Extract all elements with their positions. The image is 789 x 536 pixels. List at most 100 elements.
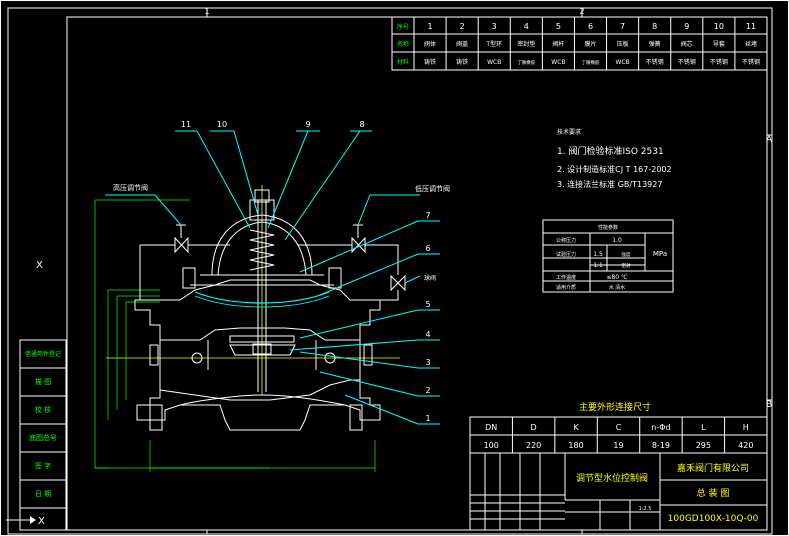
dimension-header-cell: DN bbox=[485, 423, 497, 432]
tech-requirement-1: 1. 阀门检验标准ISO 2531 bbox=[557, 145, 664, 157]
title-block-product: 调节型水位控制阀 bbox=[576, 472, 648, 484]
frame-tick-x: X bbox=[36, 260, 43, 271]
callout-2: 2 bbox=[425, 386, 430, 395]
spec-row-5-value: 水 清水 bbox=[609, 284, 626, 291]
spec-row-2-value: 1.5 bbox=[593, 251, 603, 258]
parts-row-label: 材料 bbox=[397, 58, 409, 66]
dimension-header-cell: K bbox=[573, 423, 579, 432]
parts-name-cell: 压板 bbox=[617, 40, 629, 48]
callout-6: 6 bbox=[425, 244, 430, 253]
parts-material-cell: WCB bbox=[487, 59, 501, 66]
spec-row-1-value: 1.0 bbox=[612, 237, 622, 244]
callout-4: 4 bbox=[425, 330, 430, 339]
parts-name-cell: 阀体 bbox=[424, 40, 436, 48]
parts-material-cell: 不锈钢 bbox=[646, 58, 664, 66]
parts-name-cell: T型环 bbox=[485, 40, 502, 48]
parts-number-cell: 4 bbox=[524, 22, 529, 31]
dimension-header-cell: D bbox=[531, 423, 537, 432]
parts-number-cell: 2 bbox=[460, 22, 465, 31]
title-block-scale: 1:2.5 bbox=[639, 506, 652, 512]
spec-row-2-label: 试验压力 bbox=[556, 251, 576, 258]
parts-material-cell: WCB bbox=[615, 59, 629, 66]
ucs-x-label: X bbox=[38, 516, 45, 527]
spec-table-title: 性能参数 bbox=[598, 224, 618, 231]
dimension-header-cell: n-Φd bbox=[651, 423, 670, 432]
parts-number-cell: 5 bbox=[556, 22, 561, 31]
dimension-value-cell: 100 bbox=[484, 441, 499, 450]
parts-row-label: 名称 bbox=[397, 40, 409, 48]
title-block: 调节型水位控制阀 嘉禾阀门有限公司 总 装 图 100GD100X-10Q-00… bbox=[469, 452, 768, 531]
dimension-value-cell: 295 bbox=[696, 441, 711, 450]
parts-number-cell: 6 bbox=[588, 22, 593, 31]
spec-table: 性能参数 公称压力 1.0 试验压力 1.5 强度 1.1 密封 工作温度 ≤8… bbox=[542, 219, 674, 293]
left-binding-stamp: 借通用件登记 描 图 校 核 底图总号 签 字 日 期 bbox=[19, 339, 67, 531]
spec-row-3-sub: 密封 bbox=[622, 262, 631, 269]
parts-number-cell: 7 bbox=[620, 22, 625, 31]
spec-row-3-value: 1.1 bbox=[593, 262, 603, 269]
parts-name-cell: 导套 bbox=[713, 40, 725, 48]
title-block-drawing-name: 总 装 图 bbox=[697, 487, 730, 499]
dimension-value-cell: 8-19 bbox=[652, 441, 670, 450]
tech-requirements: 技术要求 1. 阀门检验标准ISO 2531 2. 设计制造标准CJ T 167… bbox=[557, 128, 672, 189]
parts-number-cell: 1 bbox=[427, 22, 432, 31]
parts-name-cell: 弹簧 bbox=[649, 40, 661, 48]
title-block-drawing-no: 100GD100X-10Q-00 bbox=[668, 514, 759, 524]
callout-3: 3 bbox=[425, 358, 430, 367]
callout-ball-valve: 球阀 bbox=[424, 274, 436, 282]
zone-label-top-1: 1 bbox=[204, 7, 209, 16]
stamp-row-5: 签 字 bbox=[35, 461, 51, 470]
dimension-table-title: 主要外形连接尺寸 bbox=[579, 401, 651, 413]
spec-row-4-value: ≤80 ℃ bbox=[606, 274, 628, 281]
stamp-row-1: 借通用件登记 bbox=[25, 350, 61, 358]
callout-right-pilot: 低压调节阀 bbox=[415, 184, 450, 193]
dimension-header-cell: H bbox=[743, 423, 749, 432]
zone-label-right-a: A bbox=[766, 135, 773, 145]
stamp-row-4: 底图总号 bbox=[29, 433, 57, 442]
spec-row-2-sub: 强度 bbox=[622, 251, 631, 258]
parts-material-cell: 铸铁 bbox=[456, 58, 468, 66]
tech-requirement-3: 3. 连接法兰标准 GB/T13927 bbox=[557, 179, 662, 189]
parts-name-cell: 阀芯 bbox=[681, 40, 693, 48]
parts-number-cell: 10 bbox=[714, 22, 724, 31]
parts-material-cell: 不锈钢 bbox=[678, 58, 696, 66]
stamp-row-3: 校 核 bbox=[35, 405, 51, 414]
parts-material-cell: 铸铁 bbox=[424, 58, 436, 66]
stamp-row-6: 日 期 bbox=[35, 490, 51, 498]
tech-requirements-title: 技术要求 bbox=[557, 128, 581, 136]
parts-material-cell: 丁腈橡胶 bbox=[582, 59, 600, 66]
callout-labels: 11 10 9 8 7 6 5 4 3 2 1 高压调节阀 低压调节阀 球阀 bbox=[113, 120, 450, 423]
spec-row-5-label: 适用介质 bbox=[556, 284, 576, 291]
ucs-icon: X bbox=[6, 516, 45, 527]
spec-unit: MPa bbox=[653, 250, 667, 258]
dimension-value-cell: 180 bbox=[568, 441, 583, 450]
parts-number-cell: 11 bbox=[746, 22, 756, 31]
parts-material-cell: 不锈钢 bbox=[710, 58, 728, 66]
callout-10: 10 bbox=[217, 120, 227, 129]
callout-5: 5 bbox=[425, 300, 430, 309]
callout-leaders bbox=[105, 130, 440, 425]
dimension-header-cell: L bbox=[701, 423, 706, 432]
parts-number-cell: 9 bbox=[684, 22, 689, 31]
callout-9: 9 bbox=[305, 120, 310, 129]
parts-name-cell: 丝堵 bbox=[745, 40, 757, 48]
title-block-company: 嘉禾阀门有限公司 bbox=[677, 462, 749, 474]
dimension-value-cell: 19 bbox=[613, 441, 623, 450]
parts-material-cell: WCB bbox=[551, 59, 565, 66]
spec-row-4-label: 工作温度 bbox=[556, 274, 576, 281]
callout-left-pilot: 高压调节阀 bbox=[113, 183, 148, 192]
callout-8: 8 bbox=[359, 120, 364, 129]
callout-7: 7 bbox=[425, 211, 430, 220]
parts-material-cell: 不锈钢 bbox=[742, 58, 760, 66]
parts-name-cell: 阀杆 bbox=[552, 40, 564, 48]
dimension-value-cell: 420 bbox=[738, 441, 753, 450]
parts-name-cell: 阀盖 bbox=[456, 40, 468, 48]
parts-row-label: 序号 bbox=[397, 23, 409, 31]
tech-requirement-2: 2. 设计制造标准CJ T 167-2002 bbox=[557, 164, 672, 174]
parts-number-cell: 8 bbox=[652, 22, 657, 31]
parts-number-cell: 3 bbox=[492, 22, 497, 31]
zone-label-right-b: B bbox=[766, 400, 772, 410]
